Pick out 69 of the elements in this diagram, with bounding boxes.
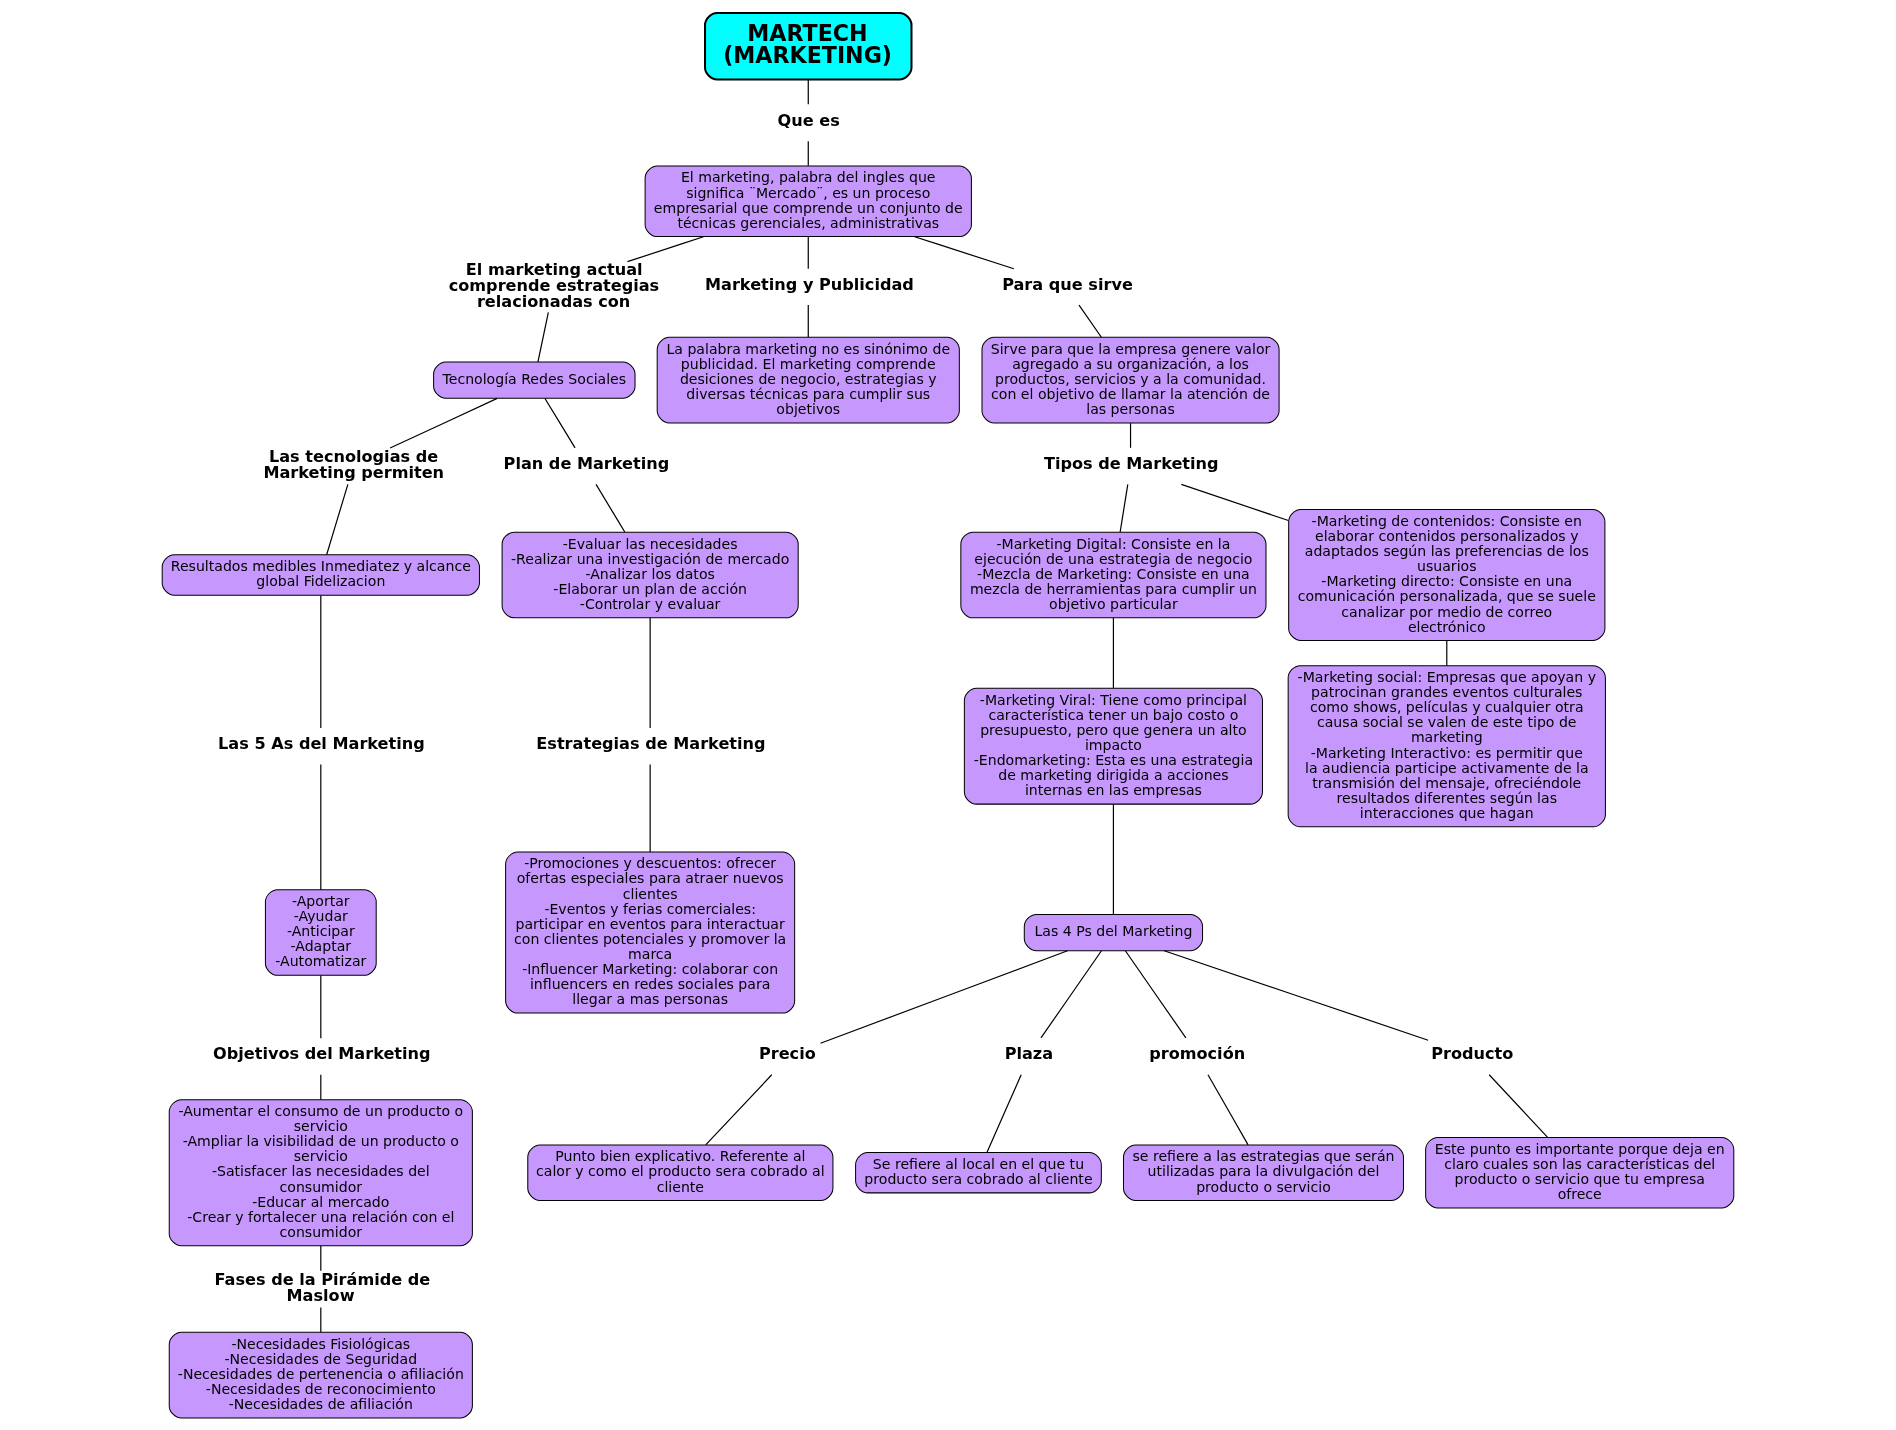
connector [986, 1073, 1022, 1153]
node-text: Fases de la Pirámide de Maslow [214, 1269, 431, 1305]
connector [1180, 483, 1289, 521]
connector [320, 1073, 322, 1100]
connector [807, 235, 809, 269]
connector [1112, 616, 1115, 689]
node-box: -Marketing social: Empresas que apoyan y patrocinan grandes eventos culturales como shows, películas y cualquier otra causa social se valen de este tipo de marketing -Marketing Interactivo: es permitir que la audiencia participe activamente de la transmisión del mensaje, ofreciéndole resultados diferentes según las interacciones que hagan [1287, 664, 1606, 827]
node-text: El marketing actual comprende estrategias relacionadas con [448, 259, 660, 311]
connector [389, 397, 498, 449]
node-box: Se refiere al local en el que tu producto sera cobrado al cliente [855, 1151, 1102, 1193]
node-box: -Evaluar las necesidades -Realizar una investigación de mercado -Analizar los datos -Elaborar un plan de acción -Controlar y evaluar [501, 531, 799, 618]
connector [595, 483, 626, 533]
node-box: -Necesidades Fisiológicas -Necesidades de Seguridad -Necesidades de pertenencia o afiliación -Necesidades de reconocimiento -Necesidades de afiliación [168, 1331, 473, 1418]
node-box: Este punto es importante porque deja en claro cuales son las características del producto o servicio que tu empresa ofrece [1425, 1136, 1735, 1208]
connector [1112, 803, 1115, 915]
connector [320, 594, 322, 729]
node-text: Objetivos del Marketing [213, 1043, 431, 1063]
connector [320, 1306, 322, 1333]
node-text: Tipos de Marketing [1043, 453, 1219, 473]
connector [320, 974, 322, 1039]
connector [1207, 1073, 1249, 1145]
node-text: promoción [1149, 1043, 1246, 1063]
connector [537, 311, 549, 362]
node-box: se refiere a las estrategias que serán utilizadas para la divulgación del producto o servicio [1123, 1144, 1404, 1201]
node-box: Sirve para que la empresa genere valor agregado a su organización, a los productos, servicios y a la comunidad. con el objetivo de llamar la atención de las personas [981, 336, 1280, 423]
connector [320, 763, 322, 890]
connector [1124, 949, 1187, 1038]
connector [626, 235, 705, 262]
node-text: Producto [1431, 1043, 1514, 1063]
node-box: -Marketing de contenidos: Consiste en elaborar contenidos personalizados y adaptados según las preferencias de los usuarios -Marketing directo: Consiste en una comunicación personalizada, que se suele canalizar por medio de correo electrónico [1288, 508, 1606, 641]
connector [649, 616, 651, 729]
node-text: Marketing y Publicidad [705, 274, 914, 294]
connector [914, 235, 1015, 269]
node-box: Tecnología Redes Sociales [433, 361, 636, 399]
node-text: Las tecnologias de Marketing permiten [263, 446, 445, 482]
node-text: Plan de Marketing [503, 453, 670, 473]
node-text: Precio [758, 1043, 816, 1063]
node-text: Que es [777, 110, 840, 130]
connector [1129, 422, 1132, 448]
node-box: -Aportar -Ayudar -Anticipar -Adaptar -Automatizar [264, 888, 377, 976]
node-box: El marketing, palabra del ingles que significa ¨Mercado¨, es un proceso empresarial que comprende un conjunto de técnicas gerenciales, administrativas [644, 165, 972, 237]
node-text: Para que sirve [1002, 274, 1133, 294]
node-text: Las 5 As del Marketing [218, 733, 425, 753]
connector [649, 763, 651, 853]
node-text: Estrategias de Marketing [536, 733, 766, 753]
node-box: Las 4 Ps del Marketing [1023, 913, 1204, 951]
connector [326, 483, 349, 555]
connector [1040, 949, 1103, 1038]
connector [320, 1244, 322, 1271]
connector [807, 140, 809, 166]
connector [807, 304, 809, 338]
node-box: -Promociones y descuentos: ofrecer ofertas especiales para atraer nuevos clientes -Eventos y ferias comerciales: participar en eventos para interactuar con clientes potenciales y promover la marca -Influencer Marketing: colaborar con influencers en redes sociales para llegar a mas personas [505, 850, 796, 1014]
connector [1446, 639, 1448, 666]
connector [1163, 949, 1429, 1041]
node-text: Plaza [1004, 1043, 1054, 1063]
connector [1078, 304, 1102, 338]
node-box: Punto bien explicativo. Referente al calor y como el producto sera cobrado al cliente [527, 1144, 834, 1201]
node-box: Resultados medibles Inmediatez y alcance global Fidelizacion [161, 553, 480, 596]
connector [1119, 483, 1129, 533]
node-box: -Aumentar el consumo de un producto o servicio -Ampliar la visibilidad de un producto o servicio -Satisfacer las necesidades del consumidor -Educar al mercado -Crear y fortalecer una relación con el consumidor [168, 1098, 473, 1246]
node-box: MARTECH (MARKETING) [704, 11, 913, 80]
connector [544, 397, 576, 448]
node-box: La palabra marketing no es sinónimo de publicidad. El marketing comprende desiciones de negocio, estrategias y diversas técnicas para cumplir sus objetivos [656, 336, 960, 423]
connector [705, 1073, 773, 1145]
connector [807, 78, 809, 105]
node-box: -Marketing Digital: Consiste en la ejecución de una estrategia de negocio -Mezcla de Marketing: Consiste en una mezcla de herramientas para cumplir un objetivo particular [960, 531, 1267, 618]
node-box: -Marketing Viral: Tiene como principal característica tener un bajo costo o presupuesto, pero que genera un alto impacto -Endomarketing: Esta es una estrategia de marketing dirigida a acciones internas en las empresas [963, 687, 1263, 805]
connector [1488, 1073, 1548, 1138]
connector [819, 949, 1069, 1044]
